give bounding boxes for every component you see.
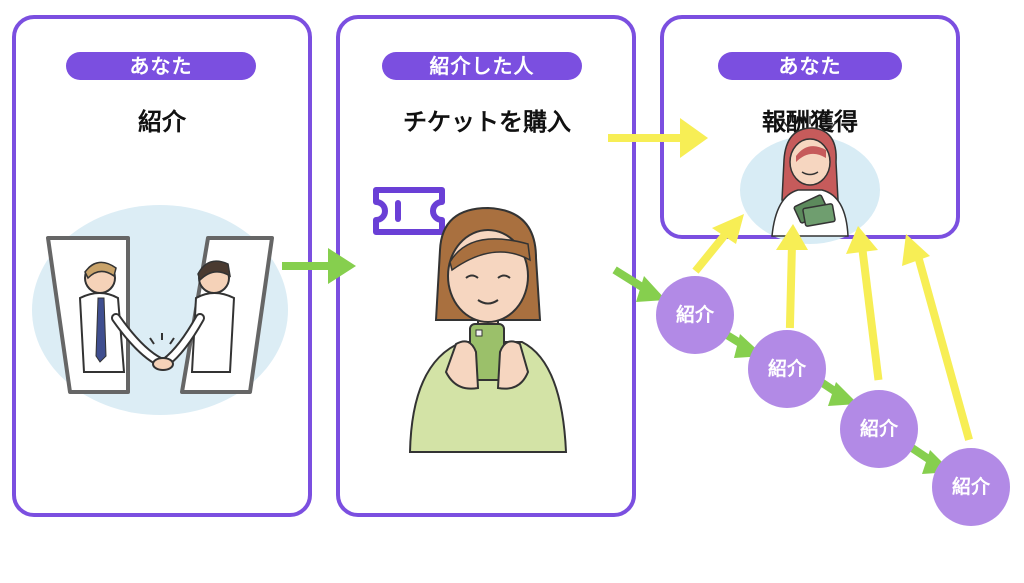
ticket-icon xyxy=(373,187,445,235)
referral-circle-4: 紹介 xyxy=(932,448,1010,526)
woman-with-phone-illustration xyxy=(408,206,568,453)
role-pill-you: あなた xyxy=(66,52,256,80)
referral-circle-2: 紹介 xyxy=(748,330,826,408)
action-title-introduce: 紹介 xyxy=(138,108,186,136)
handshake-illustration xyxy=(32,205,288,415)
referral-circle-3: 紹介 xyxy=(840,390,918,468)
referral-circle-1: 紹介 xyxy=(656,276,734,354)
role-pill-you-reward: あなた xyxy=(718,52,902,80)
action-title-buy-ticket: チケットを購入 xyxy=(403,108,571,136)
role-pill-referred: 紹介した人 xyxy=(382,52,582,80)
yellow-reward-arrows xyxy=(608,118,973,441)
reward-woman-illustration xyxy=(740,116,880,244)
